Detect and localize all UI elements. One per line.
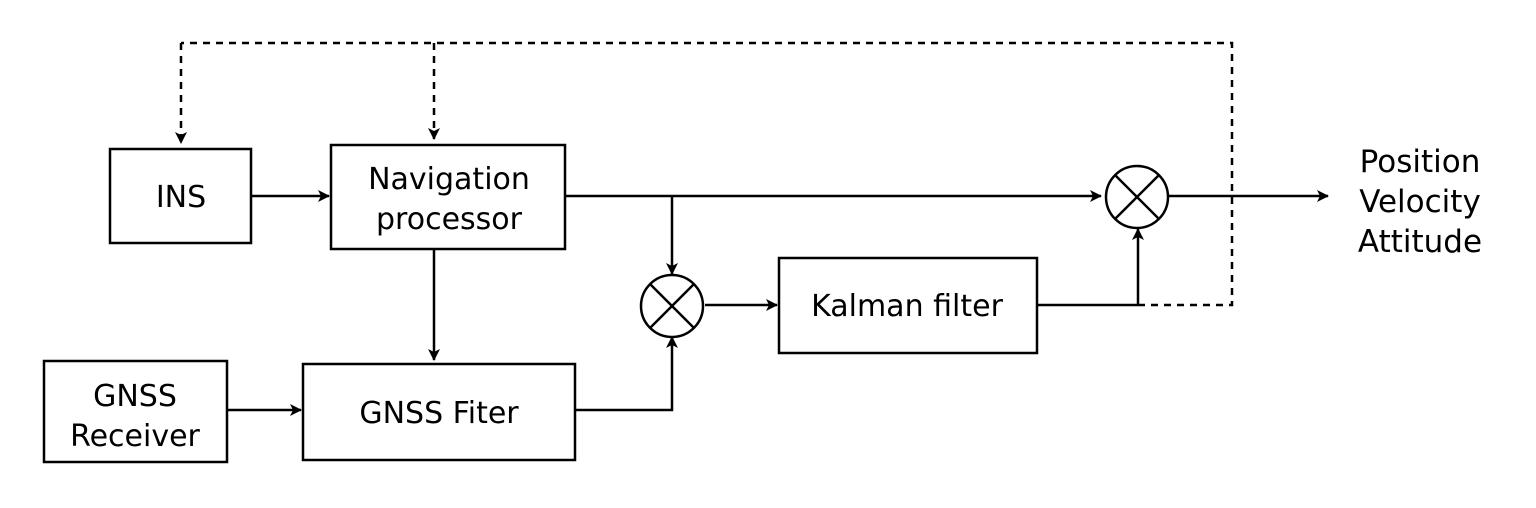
output-label-velocity: Velocity (1359, 184, 1481, 220)
gnss-filter-label: GNSS Fiter (359, 396, 519, 431)
output-label-position: Position (1360, 144, 1481, 180)
ins-block: INS (108, 147, 253, 245)
kalman-filter-block: Kalman filter (777, 256, 1039, 355)
output-multiplier-junction (1104, 164, 1170, 230)
gnss-receiver-label-line2: Receiver (70, 419, 200, 454)
error-multiplier-junction (639, 273, 705, 339)
gnss-receiver-block: GNSS Receiver (42, 359, 229, 464)
gnss-filter-block: GNSS Fiter (301, 362, 577, 462)
output-labels: Position Velocity Attitude (1358, 144, 1482, 260)
gnss-filter-to-error-multiplier-arrow (575, 336, 678, 412)
gnss-receiver-label-line1: GNSS (93, 379, 177, 414)
kalman-filter-label: Kalman filter (811, 289, 1003, 324)
ins-label: INS (156, 180, 206, 215)
navigation-processor-label-line1: Navigation (368, 162, 530, 197)
navigation-processor-block: Navigation processor (329, 143, 567, 251)
feedback-dashed-line (181, 41, 1234, 307)
output-label-attitude: Attitude (1358, 224, 1482, 260)
navigation-processor-label-line2: processor (376, 202, 523, 237)
